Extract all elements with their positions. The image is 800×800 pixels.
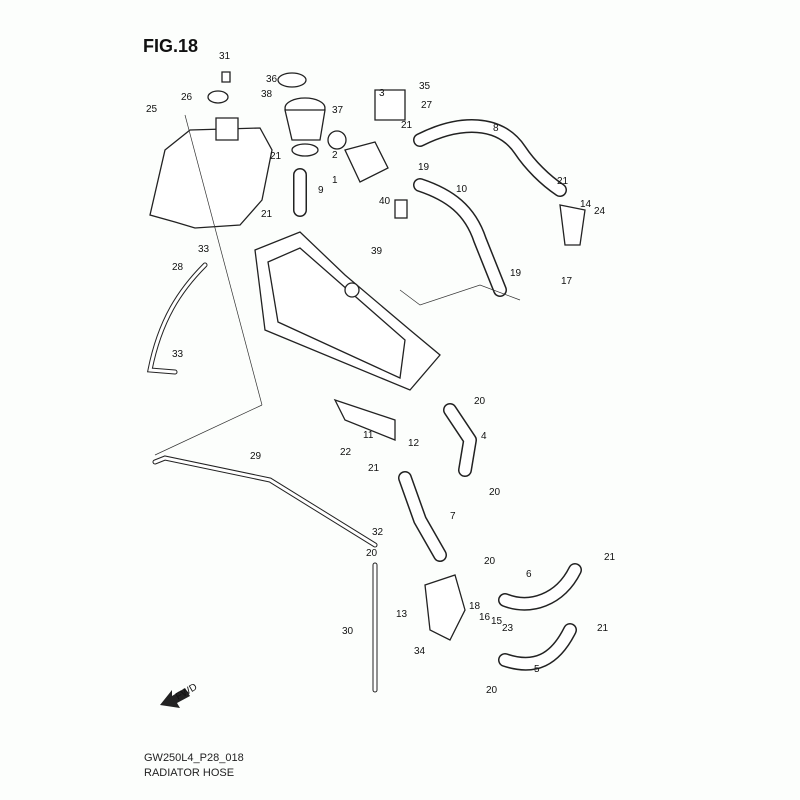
water-pump-fitting <box>333 204 586 641</box>
callout: 21 <box>604 552 616 563</box>
figure-code: GW250L4_P28_018 <box>144 752 244 764</box>
callout: 14 <box>580 199 592 210</box>
callout: 24 <box>594 206 606 217</box>
callout: 20 <box>366 548 378 559</box>
callout: 19 <box>510 268 522 279</box>
callout: 20 <box>486 685 498 696</box>
callout: 17 <box>561 276 573 287</box>
callout: 11 <box>363 430 374 441</box>
reservoir-tank <box>149 71 273 229</box>
callout: 21 <box>597 623 609 634</box>
water-outlet <box>344 89 408 219</box>
callout: 34 <box>414 646 426 657</box>
thermostat <box>327 130 347 150</box>
callout: 19 <box>418 162 430 173</box>
callout: 5 <box>534 664 540 675</box>
callout: 4 <box>481 431 487 442</box>
callout: 20 <box>474 396 486 407</box>
callout: 33 <box>172 349 184 360</box>
callout: 2 <box>332 150 338 161</box>
radiator <box>254 231 441 391</box>
callout: 25 <box>146 104 158 115</box>
callout: 21 <box>270 151 282 162</box>
callout: 22 <box>340 447 352 458</box>
callout: 10 <box>456 184 468 195</box>
callout: 39 <box>371 246 383 257</box>
callout: 6 <box>526 569 532 580</box>
callout: 7 <box>450 511 456 522</box>
callout: 13 <box>396 609 408 620</box>
callout: 15 <box>491 616 503 627</box>
callout: 21 <box>557 176 569 187</box>
callout: 30 <box>342 626 354 637</box>
callout: 33 <box>198 244 210 255</box>
callout: 21 <box>368 463 380 474</box>
callout: 20 <box>484 556 496 567</box>
fwd-arrow-icon: FWD <box>160 682 199 708</box>
callout: 20 <box>489 487 501 498</box>
callout-labels: 31 26 25 36 38 37 3 35 27 8 21 21 2 1 19… <box>146 51 616 696</box>
svg-text:FWD: FWD <box>174 682 199 703</box>
callout: 37 <box>332 105 344 116</box>
callout: 18 <box>469 601 481 612</box>
callout: 32 <box>372 527 384 538</box>
callout: 38 <box>261 89 273 100</box>
callout: 9 <box>318 185 324 196</box>
callout: 26 <box>181 92 193 103</box>
callout: 28 <box>172 262 184 273</box>
callout: 21 <box>261 209 273 220</box>
callout: 12 <box>408 438 420 449</box>
callout: 27 <box>421 100 433 111</box>
hoses <box>146 119 582 693</box>
callout: 1 <box>332 175 338 186</box>
figure-title: FIG.18 <box>143 36 199 56</box>
callout: 36 <box>266 74 278 85</box>
figure-name: RADIATOR HOSE <box>144 767 235 779</box>
thermostat-housing <box>277 72 326 157</box>
callout: 31 <box>219 51 231 62</box>
callout: 35 <box>419 81 431 92</box>
callout: 21 <box>401 120 413 131</box>
callout: 29 <box>250 451 262 462</box>
callout: 3 <box>379 88 385 99</box>
callout: 40 <box>379 196 391 207</box>
callout: 8 <box>493 123 499 134</box>
callout: 23 <box>502 623 514 634</box>
callout: 16 <box>479 612 491 623</box>
